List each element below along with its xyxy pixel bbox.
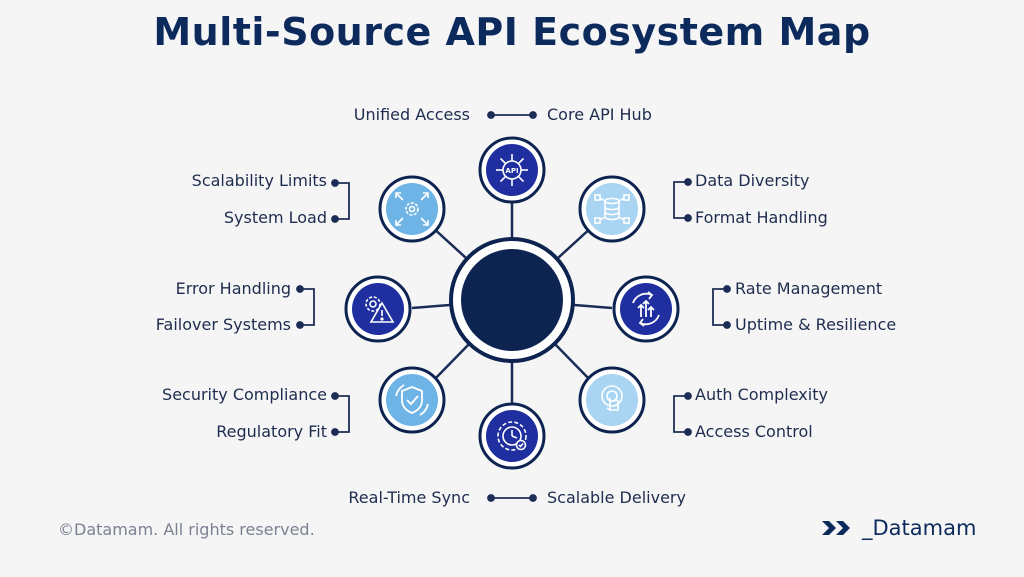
node-security-compliance bbox=[378, 366, 446, 434]
node-rate-management bbox=[612, 275, 680, 343]
node-auth-complexity bbox=[578, 366, 646, 434]
arrows-up-cycle-icon bbox=[632, 291, 660, 327]
api-gear-icon: API bbox=[496, 154, 528, 186]
node-error-handling bbox=[344, 275, 412, 343]
copyright-text: ©Datamam. All rights reserved. bbox=[58, 520, 315, 539]
clock-gear-icon bbox=[497, 421, 527, 451]
label-uptime-resilience: Uptime & Resilience bbox=[735, 315, 897, 334]
label-rate-management: Rate Management bbox=[735, 279, 883, 298]
label-format-handling: Format Handling bbox=[695, 208, 828, 227]
expand-gear-icon bbox=[395, 192, 429, 226]
central-hub bbox=[449, 237, 575, 363]
node-core-api-hub: API bbox=[478, 136, 546, 204]
brand-name: _Datamam bbox=[862, 516, 977, 540]
label-security-compliance: Security Compliance bbox=[162, 385, 327, 404]
label-core-api-hub: Core API Hub bbox=[547, 105, 652, 124]
brand-logo: _Datamam bbox=[820, 516, 976, 540]
double-chevron-icon bbox=[822, 521, 850, 535]
label-real-time-sync: Real-Time Sync bbox=[348, 488, 470, 507]
label-access-control: Access Control bbox=[695, 422, 813, 441]
node-real-time-sync bbox=[478, 402, 546, 470]
label-failover-systems: Failover Systems bbox=[155, 315, 291, 334]
node-scalability-limits bbox=[378, 175, 446, 243]
label-auth-complexity: Auth Complexity bbox=[695, 385, 828, 404]
label-unified-access: Unified Access bbox=[353, 105, 470, 124]
warning-gear-icon bbox=[365, 296, 395, 323]
svg-text:API: API bbox=[505, 167, 518, 175]
touch-access-icon bbox=[601, 385, 623, 412]
label-connectors bbox=[296, 111, 731, 502]
page-title: Multi-Source API Ecosystem Map bbox=[153, 10, 871, 54]
database-network-icon bbox=[594, 194, 630, 224]
label-system-load: System Load bbox=[223, 208, 327, 227]
label-error-handling: Error Handling bbox=[175, 279, 291, 298]
label-data-diversity: Data Diversity bbox=[695, 171, 810, 190]
node-data-diversity bbox=[578, 175, 646, 243]
label-scalable-delivery: Scalable Delivery bbox=[547, 488, 686, 507]
label-scalability-limits: Scalability Limits bbox=[191, 171, 327, 190]
label-regulatory-fit: Regulatory Fit bbox=[216, 422, 327, 441]
shield-check-icon bbox=[395, 384, 429, 416]
